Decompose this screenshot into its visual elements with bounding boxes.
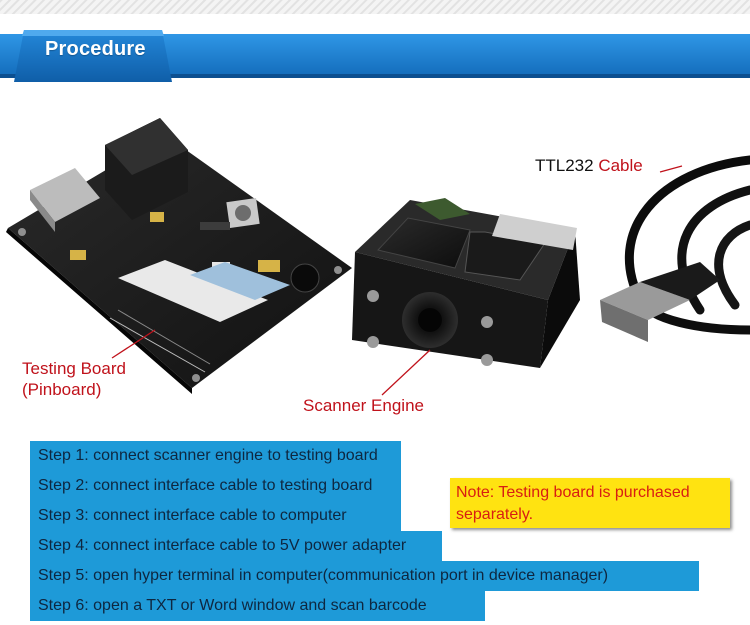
purchase-note: Note: Testing board is purchased separat… bbox=[450, 478, 730, 528]
scanner-engine-label: Scanner Engine bbox=[303, 396, 424, 415]
scanner-engine-pointer bbox=[381, 349, 431, 396]
db9-connector-image bbox=[600, 262, 720, 342]
testing-board-label-line2: (Pinboard) bbox=[22, 380, 102, 399]
banner-graphic bbox=[0, 0, 750, 82]
step-1: Step 1: connect scanner engine to testin… bbox=[30, 441, 401, 471]
header-banner: Procedure bbox=[0, 0, 750, 88]
step-2: Step 2: connect interface cable to testi… bbox=[30, 471, 401, 501]
testing-board-pointer bbox=[111, 329, 156, 359]
cable-label-prefix: TTL232 bbox=[535, 156, 594, 175]
testing-board-label-line1: Testing Board bbox=[22, 359, 126, 378]
scanner-engine-image bbox=[352, 198, 580, 368]
step-3: Step 3: connect interface cable to compu… bbox=[30, 501, 401, 531]
product-photo bbox=[6, 118, 750, 396]
cable-label: TTL232 Cable bbox=[535, 155, 643, 176]
page-title: Procedure bbox=[45, 38, 146, 60]
cable-pointer bbox=[659, 165, 683, 173]
cable-label-suffix: Cable bbox=[598, 156, 643, 175]
step-6: Step 6: open a TXT or Word window and sc… bbox=[30, 591, 485, 621]
testing-board-label: Testing Board (Pinboard) bbox=[22, 358, 126, 400]
step-4: Step 4: connect interface cable to 5V po… bbox=[30, 531, 442, 561]
step-5: Step 5: open hyper terminal in computer(… bbox=[30, 561, 699, 591]
testing-board-image bbox=[6, 118, 352, 394]
